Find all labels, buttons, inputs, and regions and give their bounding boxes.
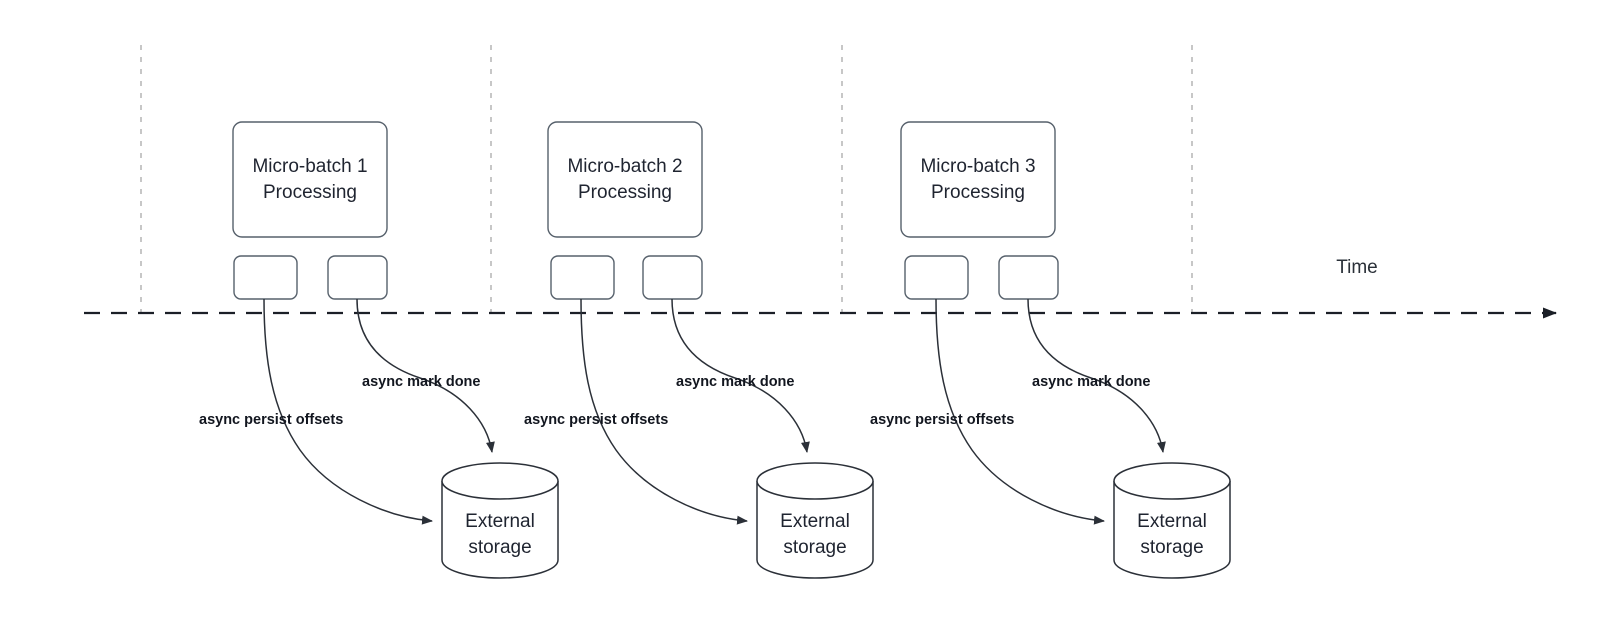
time-axis: Time [84,257,1557,319]
batch-2-storage-label-line1: External [780,511,850,532]
batch-1-storage-label-line2: storage [468,537,531,558]
batch-1-task-slot-right[interactable] [327,255,388,300]
batch-group-2: Micro-batch 2 Processing async mark done… [524,121,874,579]
batch-3-storage-label-line1: External [1137,511,1207,532]
batch-1-storage-label-line1: External [465,511,535,532]
batch-1-mark-done-label: async mark done [362,374,480,390]
batch-group-3: Micro-batch 3 Processing async mark done… [870,121,1231,579]
batch-3-storage-label-line2: storage [1140,537,1203,558]
batch-3-mark-done-edge [1027,298,1166,453]
micro-batch-1-title-line1: Micro-batch 1 [252,156,367,177]
batch-1-external-storage[interactable]: External storage [441,462,559,579]
micro-batch-2-title-line1: Micro-batch 2 [567,156,682,177]
batch-2-external-storage[interactable]: External storage [756,462,874,579]
batch-3-task-slot-right[interactable] [998,255,1059,300]
micro-batch-3-box[interactable] [900,121,1056,238]
batch-1-persist-offsets-edge [263,298,433,525]
guide-lines [140,45,1193,317]
batch-1-persist-offsets-label: async persist offsets [199,412,343,428]
micro-batch-2-title-line2: Processing [578,182,672,203]
micro-batch-2-box[interactable] [547,121,703,238]
batch-2-mark-done-edge [671,298,810,453]
batch-2-task-slot-right[interactable] [642,255,703,300]
batch-1-task-slot-left[interactable] [233,255,298,300]
batch-3-task-slot-left[interactable] [904,255,969,300]
batch-3-mark-done-label: async mark done [1032,374,1150,390]
batch-2-task-slot-left[interactable] [550,255,615,300]
batch-2-persist-offsets-label: async persist offsets [524,412,668,428]
micro-batch-3-title-line1: Micro-batch 3 [920,156,1035,177]
micro-batch-1-box[interactable] [232,121,388,238]
batch-2-persist-offsets-edge [580,298,748,525]
batch-1-mark-done-edge [356,298,495,453]
micro-batch-3-title-line2: Processing [931,182,1025,203]
batch-3-persist-offsets-label: async persist offsets [870,412,1014,428]
micro-batch-1-title-line2: Processing [263,182,357,203]
batch-group-1: Micro-batch 1 Processing async mark done… [199,121,559,579]
time-axis-label: Time [1336,257,1378,278]
batch-3-persist-offsets-edge [935,298,1105,525]
batch-2-storage-label-line2: storage [783,537,846,558]
batch-2-mark-done-label: async mark done [676,374,794,390]
batch-3-external-storage[interactable]: External storage [1113,462,1231,579]
